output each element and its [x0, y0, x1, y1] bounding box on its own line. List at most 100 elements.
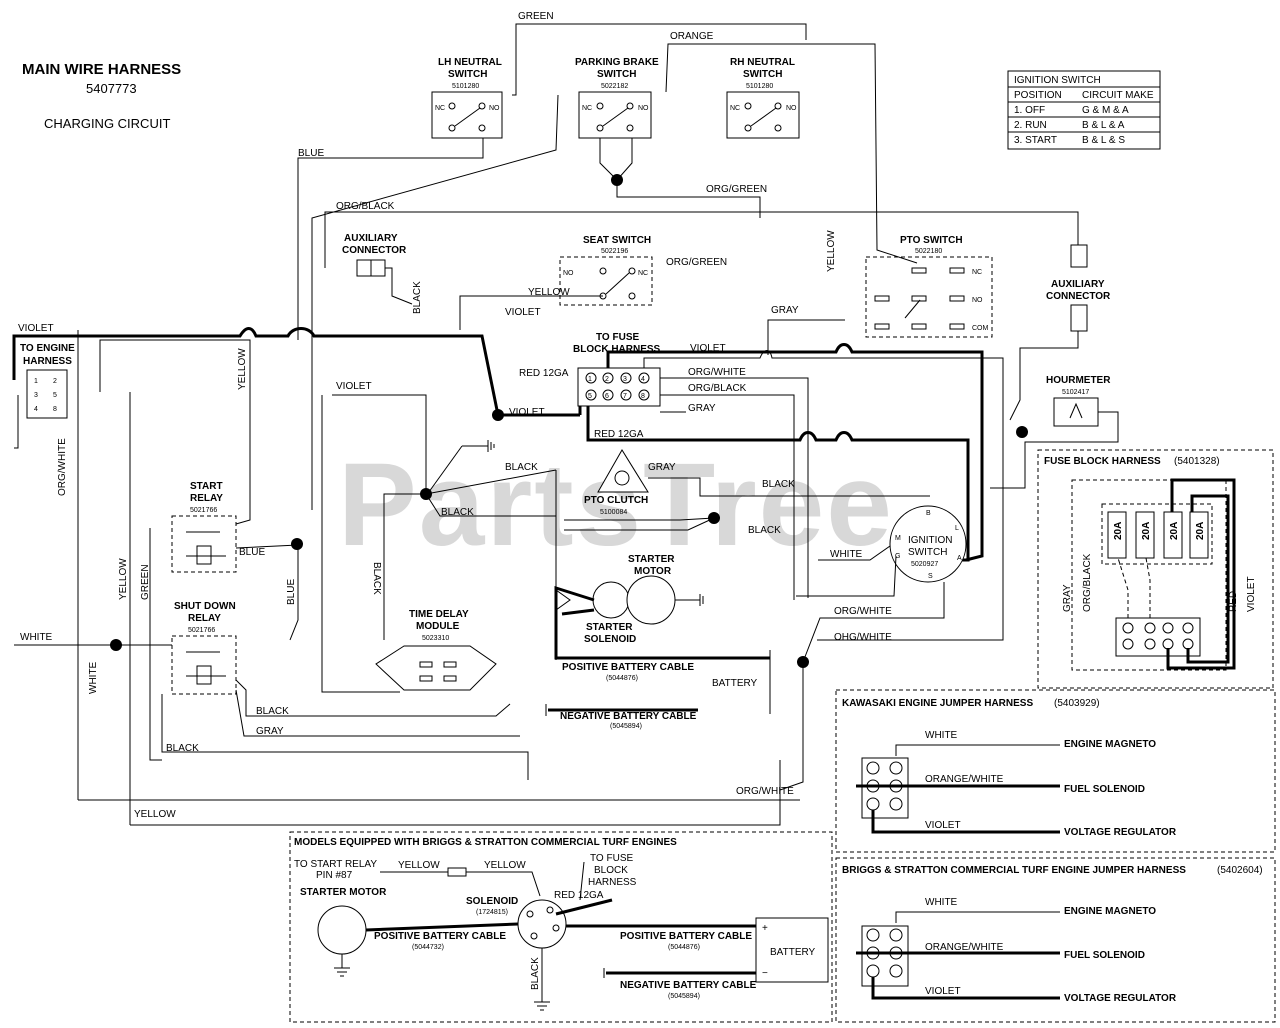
wire-label-green: GREEN [140, 564, 151, 600]
fuse-block-connector: TO FUSE BLOCK HARNESS 1 2 3 4 5 6 7 8 [573, 332, 661, 407]
time-delay-module: TIME DELAY MODULE 5023310 [375, 609, 497, 691]
kawasaki-wire-violet: VIOLET [925, 820, 961, 831]
wire-label-yellow: YELLOW [826, 230, 837, 272]
ignition-switch-label: IGNITION [908, 535, 952, 546]
briggs-neg-cable: NEGATIVE BATTERY CABLE [620, 980, 757, 991]
pto-clutch: PTO CLUTCH 5100084 [564, 449, 930, 531]
wire-label-black: BLACK [256, 706, 289, 717]
briggs-jumper-part: (5402604) [1217, 865, 1263, 876]
wire-label-black: BLACK [166, 743, 199, 754]
fuse-wire-gray: GRAY [1062, 584, 1073, 612]
briggs-target-magneto: ENGINE MAGNETO [1064, 906, 1156, 917]
wire-label-black: BLACK [371, 562, 382, 595]
fuse-connector-pin: 8 [641, 393, 645, 400]
kawasaki-wire-orange-white: ORANGE/WHITE [925, 774, 1004, 785]
auxiliary-connector-left: AUXILIARY CONNECTOR [342, 233, 407, 277]
seat-switch: SEAT SWITCH 5022196 NO NC [459, 235, 653, 330]
pto-switch-label: PTO SWITCH [900, 235, 963, 246]
briggs-jumper-title: BRIGGS & STRATTON COMMERCIAL TURF ENGINE… [842, 865, 1186, 876]
pto-term-com: COM [972, 325, 989, 332]
wire-label-violet: VIOLET [336, 381, 372, 392]
briggs-pos-part-2: (5044876) [668, 944, 700, 951]
fuse-block-title: FUSE BLOCK HARNESS [1044, 456, 1161, 467]
wire-label-violet: VIOLET [509, 407, 545, 418]
ignition-table-cell: G & M & A [1082, 105, 1129, 116]
ignition-switch: IGNITION SWITCH 5020927 B M G L S A [796, 505, 967, 597]
wire-label-org-white: ORG/WHITE [688, 367, 746, 378]
violet-wire [321, 395, 400, 693]
fuse-connector-pin: 6 [605, 393, 609, 400]
wire-label-violet: VIOLET [690, 343, 726, 354]
briggs-models-inset: MODELS EQUIPPED WITH BRIGGS & STRATTON C… [289, 831, 833, 1023]
parking-brake-label: SWITCH [597, 69, 636, 80]
rh-neutral-nc: NC [730, 105, 740, 112]
engine-harness-label: TO ENGINE [20, 343, 75, 354]
lh-neutral-label: SWITCH [448, 69, 487, 80]
engine-harness-pin: 4 [34, 406, 38, 413]
wire-label-white: WHITE [830, 549, 863, 560]
briggs-target-fuel-solenoid: FUEL SOLENOID [1064, 950, 1145, 961]
org-white-wire [802, 582, 945, 663]
shutdown-relay-part: 5021766 [188, 627, 215, 634]
pto-clutch-part: 5100084 [600, 509, 627, 516]
ground-symbol [425, 440, 495, 497]
briggs-wire-orange-white: ORANGE/WHITE [925, 942, 1004, 953]
ignition-table-header-position: POSITION [1014, 90, 1062, 101]
wire-label-red-12ga: RED 12GA [594, 429, 644, 440]
fuse-connector-pin: 3 [623, 376, 627, 383]
briggs-target-voltage-regulator: VOLTAGE REGULATOR [1064, 993, 1177, 1004]
start-relay-label: RELAY [190, 493, 223, 504]
time-delay-part: 5023310 [422, 635, 449, 642]
shutdown-relay-label: RELAY [188, 613, 221, 624]
rh-neutral-label: SWITCH [743, 69, 782, 80]
ignition-term: M [895, 535, 901, 542]
ignition-table-cell: 1. OFF [1014, 105, 1045, 116]
shutdown-relay: SHUT DOWN RELAY 5021766 [171, 601, 237, 695]
briggs-battery: BATTERY [770, 947, 816, 958]
wire-label-org-black: ORG/BLACK [688, 383, 747, 394]
ignition-term: L [955, 525, 959, 532]
wire-label-org-white: ORG/WHITE [57, 438, 68, 496]
briggs-models-title: MODELS EQUIPPED WITH BRIGGS & STRATTON C… [294, 837, 677, 848]
wire-label-blue: BLUE [239, 547, 265, 558]
wire-label-black: BLACK [505, 462, 538, 473]
pos-cable-part: (5044876) [606, 675, 638, 682]
shutdown-relay-label: SHUT DOWN [174, 601, 236, 612]
aux-left-label: AUXILIARY [344, 233, 398, 244]
pto-switch-part: 5022180 [915, 248, 942, 255]
seat-switch-label: SEAT SWITCH [583, 235, 651, 246]
starter-solenoid-label: STARTER [586, 622, 633, 633]
pto-clutch-label: PTO CLUTCH [584, 495, 648, 506]
fuse-rating: 20A [1113, 522, 1124, 540]
starter-motor-label: STARTER [628, 554, 675, 565]
start-relay: START RELAY 5021766 [171, 481, 237, 573]
wire-label-org-black: ORG/BLACK [336, 201, 395, 212]
neg-cable-label: NEGATIVE BATTERY CABLE [560, 711, 697, 722]
briggs-neg-part: (5045894) [668, 993, 700, 1000]
lh-neutral-nc: NC [435, 105, 445, 112]
wire-label-black: BLACK [441, 507, 474, 518]
seat-switch-no: NO [563, 270, 574, 277]
kawasaki-target-voltage-regulator: VOLTAGE REGULATOR [1064, 827, 1177, 838]
engine-harness-pin: 5 [53, 392, 57, 399]
briggs-solenoid-part: (1724815) [476, 909, 508, 916]
circuit-subtitle: CHARGING CIRCUIT [44, 116, 170, 131]
auxiliary-connector-right: AUXILIARY CONNECTOR [1009, 244, 1111, 421]
fuse-connector-label: TO FUSE [596, 332, 639, 343]
ignition-switch-label: SWITCH [908, 547, 947, 558]
blue-wire [235, 544, 299, 549]
fuse-rating: 20A [1195, 522, 1206, 540]
neg-cable-part: (5045894) [610, 723, 642, 730]
briggs-red: RED 12GA [554, 890, 604, 901]
pto-switch: PTO SWITCH 5022180 NC NO COM [865, 235, 993, 338]
ignition-table-cell: B & L & A [1082, 120, 1125, 131]
starter-assembly: STARTER MOTOR STARTER SOLENOID POSITIVE … [545, 554, 771, 730]
wire-label-black: BLACK [762, 479, 795, 490]
parking-brake-no: NO [638, 105, 649, 112]
ignition-switch-part: 5020927 [911, 561, 938, 568]
fuse-connector-pin: 2 [605, 376, 609, 383]
right-feed-wires [586, 319, 1004, 641]
briggs-pos-cable-1: POSITIVE BATTERY CABLE [374, 931, 506, 942]
wire-label-black: BLACK [748, 525, 781, 536]
fuse-rating: 20A [1141, 522, 1152, 540]
